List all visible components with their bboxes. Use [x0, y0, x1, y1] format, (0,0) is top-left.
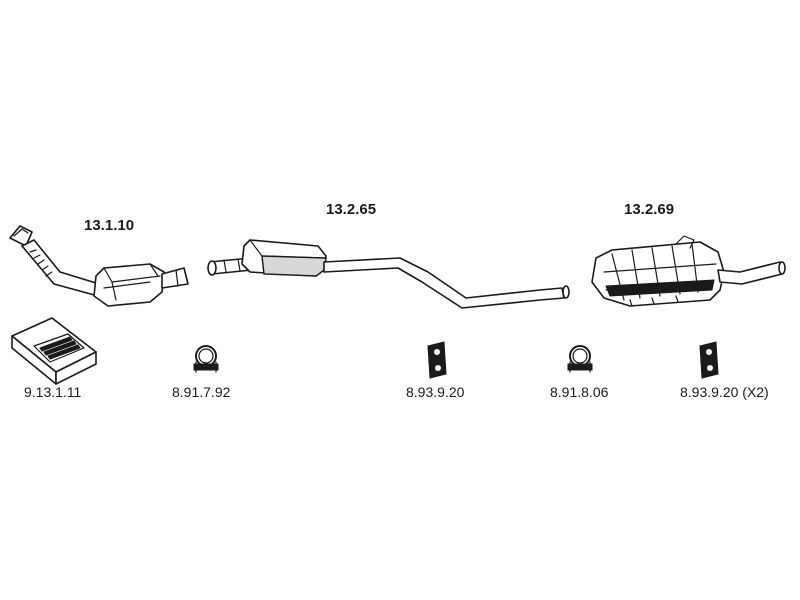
rubber-mount-2-code: 8.93.9.20 (X2) — [680, 384, 769, 400]
clamp-2-drawing[interactable] — [567, 345, 593, 373]
rubber-mount-2-drawing[interactable] — [699, 341, 719, 379]
mounting-kit-code: 9.13.1.11 — [24, 384, 82, 400]
rear-silencer-code: 13.2.69 — [624, 201, 675, 218]
catalytic-converter-drawing[interactable] — [9, 225, 189, 307]
clamp-1-drawing[interactable] — [193, 345, 219, 373]
middle-pipe-code: 13.2.65 — [326, 201, 377, 218]
rubber-mount-1-code: 8.93.9.20 — [406, 384, 465, 400]
clamp-1-code: 8.91.7.92 — [172, 384, 231, 400]
clamp-2-code: 8.91.8.06 — [550, 384, 609, 400]
rear-silencer-drawing[interactable] — [591, 235, 786, 307]
rubber-mount-1-drawing[interactable] — [427, 341, 447, 379]
catalytic-converter-code: 13.1.10 — [84, 217, 135, 234]
middle-pipe-silencer-drawing[interactable] — [207, 239, 570, 309]
mounting-kit-drawing[interactable] — [11, 317, 97, 385]
